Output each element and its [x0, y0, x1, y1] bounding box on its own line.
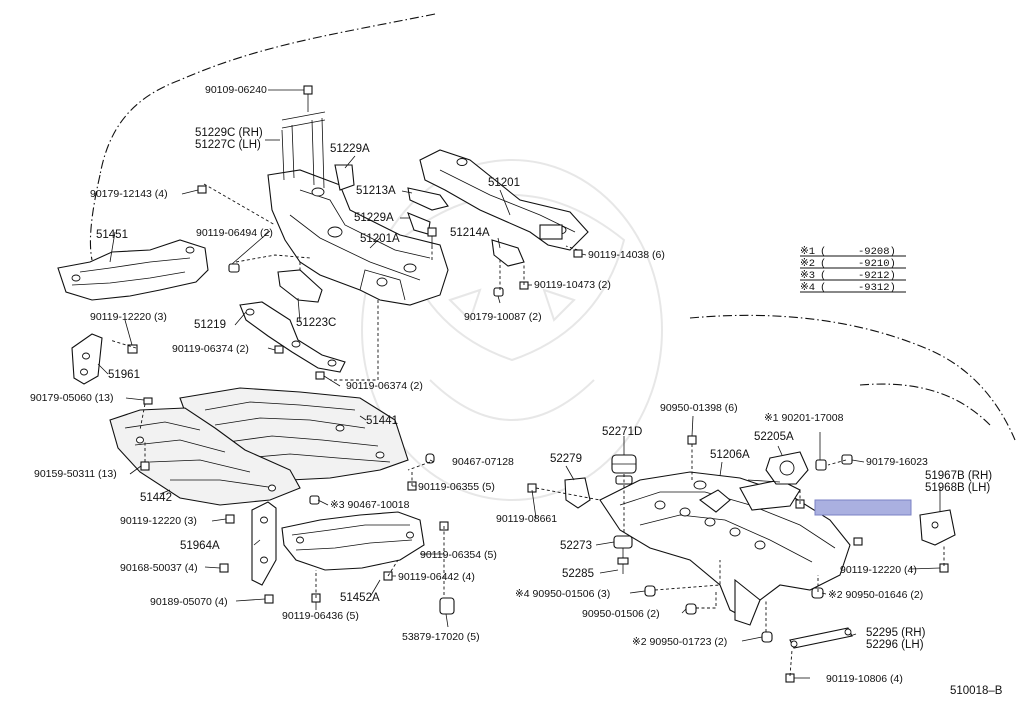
- part-label: 90119-06494 (2): [196, 227, 273, 239]
- legend-row: ※2 ( -9210): [800, 258, 896, 270]
- legend-row: ※1 ( -9208): [800, 246, 896, 258]
- part-label: 90109-06240: [205, 84, 267, 96]
- part-label: 51229A: [354, 212, 394, 224]
- bracket-51967B: [919, 509, 956, 546]
- part-label: 90119-06442 (4): [398, 571, 475, 583]
- bracket-51961: [71, 333, 103, 385]
- part-label: 51964A: [180, 540, 220, 552]
- part-label: 90179-12143 (4): [90, 188, 168, 200]
- part-label: 90179-16023: [866, 456, 928, 468]
- part-label: 51213A: [356, 185, 396, 197]
- part-label: 52271D: [602, 426, 642, 438]
- part-label: 51229A: [330, 143, 370, 155]
- part-label: 51206A: [710, 449, 750, 461]
- stopper-52279: [564, 477, 591, 509]
- part-label: 90119-06374 (2): [346, 380, 423, 392]
- part-label: 53879-17020 (5): [402, 631, 480, 643]
- part-label: 90159-50311 (13): [34, 468, 117, 480]
- part-label: 51961: [108, 369, 140, 381]
- brace-51219-51223C: [239, 269, 346, 373]
- part-label: 51201A: [360, 233, 400, 245]
- legend-table: ※1 ( -9208) ※2 ( -9210) ※3 ( -9212) ※4 (…: [800, 246, 906, 294]
- part-label: 90950-01506 (2): [582, 608, 660, 620]
- part-label: ※2 90950-01723 (2): [632, 636, 727, 648]
- legend-range: -9208): [858, 246, 896, 258]
- part-label: 52273: [560, 540, 592, 552]
- part-label: 51452A: [340, 592, 380, 604]
- legend-open: (: [820, 282, 826, 294]
- part-label: 90179-05060 (13): [30, 392, 113, 404]
- legend-range: -9312): [858, 282, 896, 294]
- diagram-id: 510018–B: [950, 685, 1003, 697]
- legend-range: -9210): [858, 258, 896, 270]
- cover-51452A: [281, 511, 425, 571]
- part-label: 51219: [194, 319, 226, 331]
- part-label: 51441: [366, 415, 398, 427]
- part-label: 52295 (RH): [866, 627, 926, 639]
- part-label: 90119-10806 (4): [826, 673, 903, 685]
- legend-open: (: [820, 258, 826, 270]
- part-label: 51223C: [296, 317, 336, 329]
- legend-mark: ※3: [800, 270, 815, 282]
- front-crossmember-51201A: [267, 111, 449, 306]
- under-cover-51442: [109, 407, 301, 506]
- part-label: ※2 90950-01646 (2): [828, 589, 923, 601]
- part-label: ※1 90201-17008: [764, 412, 844, 424]
- highlight-box: [814, 499, 912, 516]
- part-label: 52285: [562, 568, 594, 580]
- part-label: 51967B (RH): [925, 470, 992, 482]
- part-label: 90119-12220 (3): [120, 515, 197, 527]
- part-label: 90119-06355 (5): [418, 481, 495, 493]
- legend-range: -9212): [858, 270, 896, 282]
- part-label: 90119-06436 (5): [282, 610, 359, 622]
- part-label: 90950-01398 (6): [660, 402, 738, 414]
- part-label: ※4 90950-01506 (3): [515, 588, 610, 600]
- part-label: 90119-12220 (4): [840, 564, 917, 576]
- part-label: 51214A: [450, 227, 490, 239]
- bracket-51964A: [251, 501, 277, 586]
- part-label: ※3 90467-10018: [330, 499, 410, 511]
- part-label: 51229C (RH): [195, 127, 263, 139]
- part-label: 52205A: [754, 431, 794, 443]
- part-label: 90119-08661: [496, 513, 557, 525]
- assembly-dash-lines: [109, 183, 945, 677]
- part-label: 51442: [140, 492, 172, 504]
- watermark-emblem: [361, 159, 663, 501]
- mount-52271D: [611, 454, 637, 485]
- rod-52295: [789, 627, 853, 649]
- part-labels: 90109-06240 51229C (RH) 51227C (LH) 5122…: [30, 84, 992, 685]
- part-label: 90179-10087 (2): [464, 311, 542, 323]
- part-label: 90119-12220 (3): [90, 311, 167, 323]
- rear-member-51206A: [599, 471, 851, 626]
- part-label: 51201: [488, 177, 520, 189]
- legend-mark: ※2: [800, 258, 815, 270]
- part-label: 90119-06374 (2): [172, 343, 249, 355]
- part-label: 51451: [96, 229, 128, 241]
- part-label: 51968B (LH): [925, 482, 990, 494]
- legend-mark: ※4: [800, 282, 815, 294]
- vehicle-body-outline: [89, 13, 1016, 441]
- stopper-52273-52285: [613, 535, 633, 574]
- cover-51451: [57, 239, 209, 301]
- mount-52205A: [747, 451, 809, 485]
- part-label: 51227C (LH): [195, 139, 261, 151]
- part-label: 90168-50037 (4): [120, 562, 198, 574]
- part-label: 90119-10473 (2): [534, 279, 611, 291]
- part-label: 90467-07128: [452, 456, 514, 468]
- legend-mark: ※1: [800, 246, 815, 258]
- part-label: 52279: [550, 453, 582, 465]
- legend-open: (: [820, 270, 826, 282]
- part-label: 90119-06354 (5): [420, 549, 497, 561]
- legend-row: ※4 ( -9312): [800, 282, 896, 294]
- legend-open: (: [820, 246, 826, 258]
- part-label: 52296 (LH): [866, 639, 924, 651]
- legend-row: ※3 ( -9212): [800, 270, 896, 282]
- part-label: 90119-14038 (6): [588, 249, 665, 261]
- part-label: 90189-05070 (4): [150, 596, 228, 608]
- leader-lines: [97, 89, 941, 679]
